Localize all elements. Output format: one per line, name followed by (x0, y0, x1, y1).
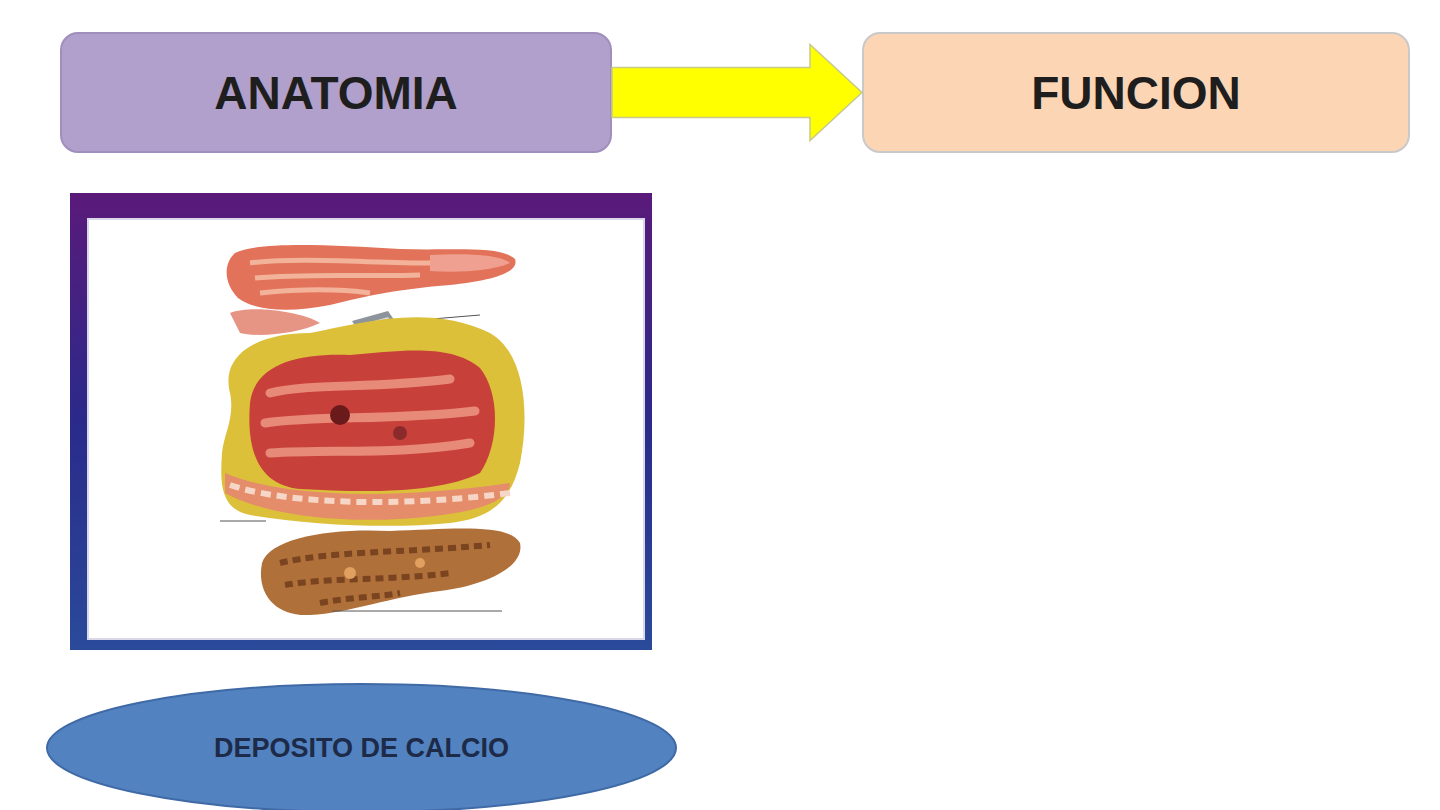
frame (70, 193, 652, 650)
title-box: FUNCION (862, 32, 1410, 153)
lower-organ (261, 529, 521, 616)
node-text: ANATOMIA (214, 66, 458, 120)
block-arrow (612, 45, 862, 141)
title-box: ANATOMIA (60, 32, 612, 153)
ellipse-shape (47, 684, 676, 810)
node-text: FUNCION (1031, 66, 1241, 120)
label-ellipse: DEPOSITO DE CALCIO (45, 682, 678, 810)
upper-organ (227, 245, 516, 310)
node-text: DEPOSITO DE CALCIO (214, 733, 509, 764)
frame-inner (88, 219, 644, 639)
anatomy-illustration (70, 193, 652, 650)
intestine-mass (220, 309, 525, 525)
